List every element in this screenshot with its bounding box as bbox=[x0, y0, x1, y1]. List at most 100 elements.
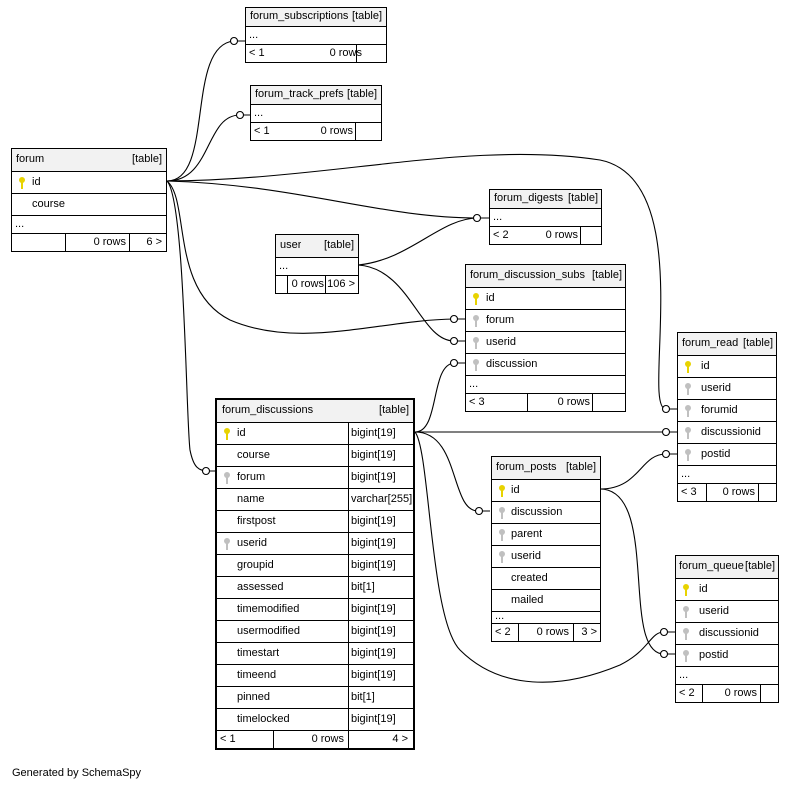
table-name[interactable]: forum_subscriptions bbox=[250, 10, 349, 22]
table-header: forum_digests [table] bbox=[490, 190, 601, 208]
table-forum-subscriptions[interactable]: forum_subscriptions [table] ... < 1 0 ro… bbox=[245, 7, 387, 63]
column-type: bigint[19] bbox=[348, 423, 413, 444]
children-cell bbox=[580, 227, 601, 244]
foreign-key-icon bbox=[223, 538, 231, 550]
table-forum-posts[interactable]: forum_posts [table] id discussion parent… bbox=[491, 456, 601, 642]
table-name[interactable]: user bbox=[280, 239, 302, 251]
foreign-key-icon bbox=[498, 551, 506, 563]
edge-forum-track-prefs bbox=[166, 114, 250, 182]
column-name: postid bbox=[699, 649, 729, 661]
edge-forum-discussions bbox=[166, 180, 216, 472]
ellipsis: ... bbox=[681, 468, 691, 480]
edge-user-digests bbox=[357, 217, 489, 266]
generated-by-footer: Generated by SchemaSpy bbox=[12, 767, 142, 779]
table-name[interactable]: forum_track_prefs bbox=[255, 88, 344, 100]
column-name: discussionid bbox=[699, 627, 759, 639]
parents-link[interactable]: < 2 bbox=[493, 229, 509, 241]
table-user[interactable]: user [table] ... 0 rows 106 > bbox=[275, 234, 359, 294]
column-name: id bbox=[486, 292, 495, 304]
column-name: mailed bbox=[511, 594, 544, 606]
table-forum-queue[interactable]: forum_queue [table] id userid discussion… bbox=[675, 555, 779, 703]
parents-link[interactable]: < 2 bbox=[679, 687, 695, 699]
children-link[interactable]: 6 > bbox=[129, 234, 166, 251]
edge-user-discussion-subs bbox=[357, 264, 465, 342]
column-name: discussion bbox=[511, 506, 563, 518]
table-kind: [table] bbox=[568, 192, 598, 204]
table-kind: [table] bbox=[132, 153, 162, 165]
column-type: varchar[255] bbox=[348, 489, 413, 510]
foreign-key-icon bbox=[682, 606, 690, 618]
column-name: forumid bbox=[701, 404, 738, 416]
parents-link[interactable]: < 2 bbox=[495, 626, 511, 638]
column-name: parent bbox=[511, 528, 543, 540]
column-name: discussionid bbox=[701, 426, 761, 438]
column-type: bigint[19] bbox=[348, 445, 413, 466]
parents-link[interactable]: < 3 bbox=[469, 396, 485, 408]
column-name: discussion bbox=[486, 358, 538, 370]
ellipsis: ... bbox=[15, 218, 25, 230]
table-forum-track-prefs[interactable]: forum_track_prefs [table] ... < 1 0 rows bbox=[250, 85, 382, 141]
children-link[interactable]: 106 > bbox=[325, 276, 358, 293]
children-link[interactable]: 3 > bbox=[573, 624, 600, 641]
parents-link[interactable]: < 1 bbox=[249, 47, 265, 59]
column-name: course bbox=[237, 449, 271, 461]
edge-end-marker bbox=[659, 649, 669, 659]
column-type: bigint[19] bbox=[348, 709, 413, 730]
edge-discussions-posts bbox=[414, 431, 490, 512]
edge-discussions-queue bbox=[414, 431, 675, 683]
column-name: postid bbox=[701, 448, 731, 460]
table-kind: [table] bbox=[352, 10, 382, 22]
parents-link[interactable]: < 1 bbox=[254, 125, 270, 137]
column-type: bigint[19] bbox=[348, 555, 413, 576]
edge-end-marker bbox=[661, 404, 671, 414]
column-row: postid bbox=[676, 644, 778, 666]
ellipsis: ... bbox=[493, 211, 503, 223]
ellipsis: ... bbox=[495, 612, 505, 622]
row-count: 0 rows bbox=[518, 624, 571, 641]
column-name: created bbox=[511, 572, 548, 584]
table-name[interactable]: forum_queue bbox=[679, 560, 744, 572]
table-name[interactable]: forum_posts bbox=[496, 461, 557, 473]
edge-end-marker bbox=[449, 358, 459, 368]
edge-end-marker bbox=[661, 427, 671, 437]
column-row: course bbox=[12, 193, 166, 215]
parents-link[interactable]: < 3 bbox=[681, 486, 697, 498]
parents-link[interactable]: < 1 bbox=[220, 733, 236, 745]
table-name[interactable]: forum_digests bbox=[494, 192, 564, 204]
table-name[interactable]: forum_discussions bbox=[222, 404, 314, 416]
column-name: id bbox=[701, 360, 710, 372]
row-count: 0 rows bbox=[329, 47, 362, 59]
table-forum-discussion-subs[interactable]: forum_discussion_subs [table] id forum u… bbox=[465, 264, 626, 412]
table-kind: [table] bbox=[592, 269, 622, 281]
column-row: discussionid bbox=[676, 622, 778, 644]
stats-row: < 1 0 rows bbox=[246, 44, 386, 62]
children-link[interactable]: 4 > bbox=[348, 731, 413, 748]
table-forum-digests[interactable]: forum_digests [table] ... < 2 0 rows bbox=[489, 189, 602, 245]
ellipsis-row: ... bbox=[678, 465, 776, 483]
table-forum[interactable]: forum [table] id course ... 0 rows 6 > bbox=[11, 148, 167, 252]
table-name[interactable]: forum_read bbox=[682, 337, 739, 349]
table-name[interactable]: forum_discussion_subs bbox=[470, 269, 585, 281]
table-name[interactable]: forum bbox=[16, 153, 45, 165]
edge-end-marker bbox=[235, 110, 245, 120]
ellipsis-row: ... bbox=[251, 104, 381, 122]
edge-posts-read bbox=[599, 453, 677, 490]
column-type: bigint[19] bbox=[348, 533, 413, 554]
table-header: forum [table] bbox=[12, 149, 166, 171]
ellipsis: ... bbox=[679, 669, 689, 681]
children-cell bbox=[758, 484, 776, 501]
primary-key-icon bbox=[18, 177, 26, 189]
table-header: forum_track_prefs [table] bbox=[251, 86, 381, 104]
table-header: forum_posts [table] bbox=[492, 457, 600, 479]
column-name: timestart bbox=[237, 647, 280, 659]
row-count: 0 rows bbox=[545, 229, 578, 241]
table-forum-read[interactable]: forum_read [table] id userid forumid dis… bbox=[677, 332, 777, 502]
table-kind: [table] bbox=[347, 88, 377, 100]
